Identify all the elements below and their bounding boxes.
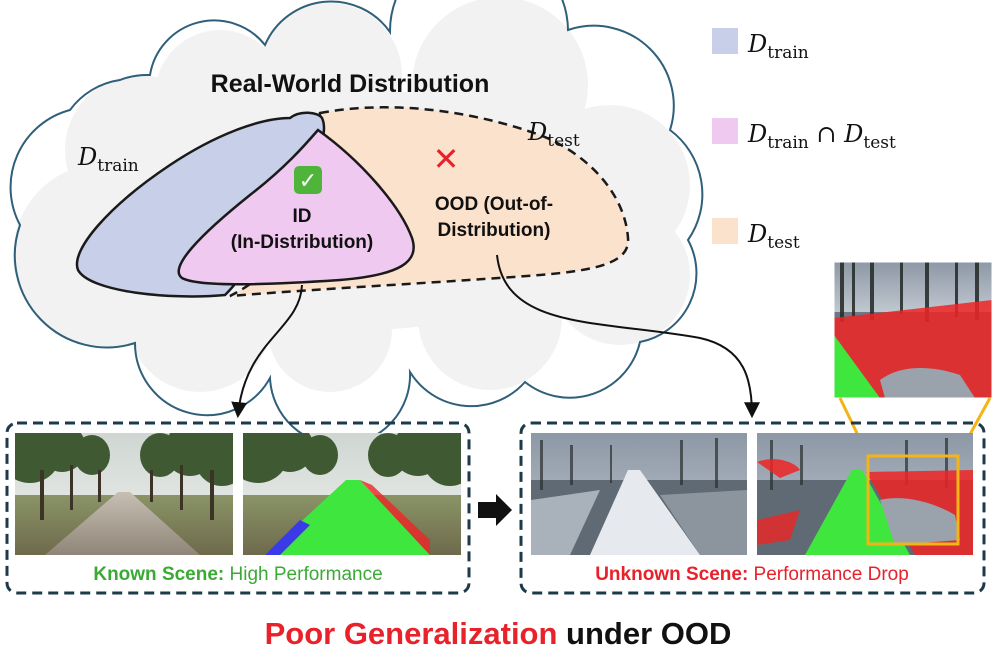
transition-arrow-icon bbox=[478, 494, 512, 526]
legend-swatch-intersection bbox=[712, 118, 738, 144]
ood-label: OOD (Out-of- bbox=[435, 194, 553, 215]
known-scene-caption: Known Scene: High Performance bbox=[93, 564, 382, 585]
zoom-highlight-box bbox=[866, 454, 960, 546]
ood-sublabel: Distribution) bbox=[438, 220, 551, 241]
legend-label-intersection: Dtrain ∩ Dtest bbox=[747, 120, 896, 153]
svg-text:✓: ✓ bbox=[299, 169, 317, 194]
known-scene-photo bbox=[15, 433, 233, 555]
legend-swatch-train bbox=[712, 28, 738, 54]
legend-swatch-test bbox=[712, 218, 738, 244]
legend: Dtrain Dtrain ∩ Dtest Dtest bbox=[712, 28, 896, 253]
cross-icon: ✕ bbox=[433, 140, 460, 178]
known-scene-panel bbox=[5, 421, 471, 595]
check-icon: ✓ bbox=[294, 166, 322, 194]
cloud-label-train: Dtrain bbox=[77, 143, 139, 176]
unknown-scene-photo bbox=[531, 433, 747, 555]
intersection-region bbox=[177, 128, 415, 286]
id-arrow bbox=[231, 284, 303, 419]
unknown-scene-caption: Unknown Scene: Performance Drop bbox=[595, 564, 909, 585]
legend-label-train: Dtrain bbox=[747, 30, 809, 63]
ood-arrow bbox=[496, 254, 760, 419]
cloud-title: Real-World Distribution bbox=[211, 70, 490, 98]
id-sublabel: (In-Distribution) bbox=[231, 232, 373, 253]
train-region bbox=[75, 111, 326, 298]
unknown-scene-segmentation bbox=[757, 433, 973, 555]
zoom-inset-image bbox=[834, 262, 992, 398]
id-label: ID bbox=[293, 206, 312, 227]
footer-title: Poor Generalization under OOD bbox=[265, 616, 732, 651]
known-scene-segmentation bbox=[243, 433, 461, 555]
cloud-label-test: Dtest bbox=[527, 118, 580, 151]
zoom-inset-frame bbox=[833, 261, 993, 399]
unknown-scene-panel bbox=[519, 421, 986, 595]
legend-label-test: Dtest bbox=[747, 220, 800, 253]
